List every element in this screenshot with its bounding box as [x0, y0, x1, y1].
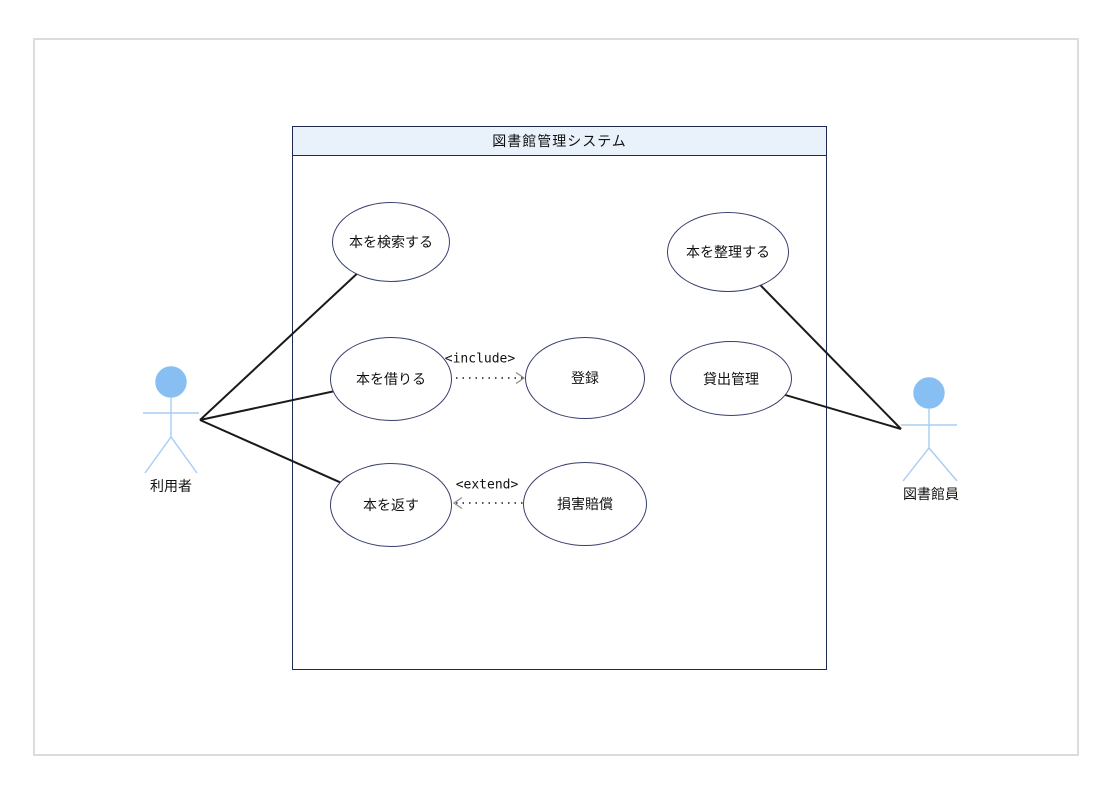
usecase-borrow-book: 本を借りる — [330, 337, 452, 421]
usecase-search-books: 本を検索する — [332, 202, 450, 282]
include-arrow — [391, 371, 585, 385]
usecase-register: 登録 — [525, 337, 645, 419]
usecase-organize-books: 本を整理する — [667, 212, 789, 292]
include-stereotype-label: <include> — [444, 351, 516, 367]
librarian-actor-figure — [901, 377, 958, 482]
user-actor-figure — [143, 366, 199, 474]
actor-label-librarian: 図書館員 — [903, 486, 959, 502]
system-title: 図書館管理システム — [293, 127, 826, 156]
usecase-return-book: 本を返す — [330, 463, 452, 547]
usecase-damage-compensation: 損害賠償 — [523, 462, 647, 546]
extend-stereotype-label: <extend> — [455, 477, 519, 493]
actor-label-user: 利用者 — [150, 478, 192, 494]
usecase-lending-management: 貸出管理 — [670, 341, 792, 416]
extend-arrow — [391, 496, 585, 510]
